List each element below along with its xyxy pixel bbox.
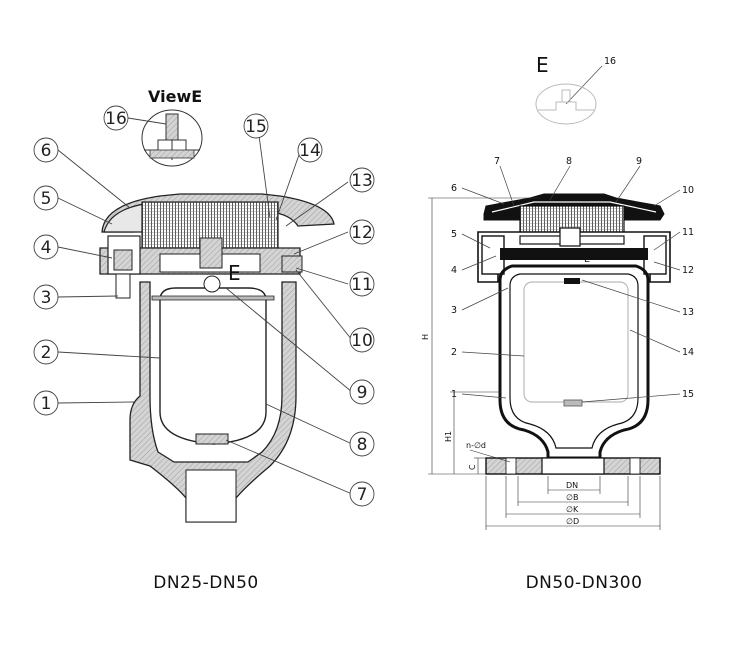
right-body <box>498 264 650 460</box>
right-detail-letter: E <box>536 53 549 77</box>
right-callout-8: 8 <box>566 156 572 167</box>
left-section-letter: E <box>228 261 241 285</box>
right-callout-11: 11 <box>682 227 694 238</box>
dim-h1: H1 <box>444 431 453 442</box>
dim-h: H <box>421 334 430 340</box>
left-valve-section: ViewE E <box>99 87 335 523</box>
left-callout-10: 10 <box>351 331 373 351</box>
dim-bolt: n-∅d <box>466 441 486 450</box>
left-callout-7: 7 <box>357 485 368 505</box>
left-body <box>129 281 297 523</box>
left-callout-16: 16 <box>105 109 127 129</box>
left-caption: DN25-DN50 <box>153 573 259 593</box>
right-callout-5: 5 <box>451 229 457 240</box>
left-callout-5: 5 <box>41 189 52 209</box>
right-detail-callout-16: 16 <box>604 56 616 67</box>
left-callout-numbers: 6 5 4 3 2 1 16 15 14 13 12 11 10 9 8 7 <box>41 109 373 505</box>
right-callout-14: 14 <box>682 347 694 358</box>
right-callout-7: 7 <box>494 156 500 167</box>
left-callout-4: 4 <box>41 238 52 258</box>
right-callout-9: 9 <box>636 156 642 167</box>
dim-c: C <box>468 464 477 470</box>
right-caption: DN50-DN300 <box>526 573 643 593</box>
right-callout-13: 13 <box>682 307 694 318</box>
left-callout-1: 1 <box>41 394 52 414</box>
left-callout-13: 13 <box>351 171 373 191</box>
right-section-letter: E <box>584 254 590 265</box>
left-callout-circles <box>33 105 375 507</box>
left-float <box>159 287 267 445</box>
right-callout-6: 6 <box>451 183 457 194</box>
left-callout-15: 15 <box>245 117 267 137</box>
right-leader-lines <box>461 165 681 403</box>
right-dimension-labels: H H1 C n-∅d DN ∅B ∅K ∅D <box>421 334 579 526</box>
right-float <box>523 281 629 403</box>
right-callout-3: 3 <box>451 305 457 316</box>
dim-b: ∅B <box>566 493 578 502</box>
right-callout-4: 4 <box>451 265 457 276</box>
right-callout-15: 15 <box>682 389 694 400</box>
left-view-e-detail: ViewE <box>141 87 203 167</box>
left-callout-3: 3 <box>41 288 52 308</box>
left-callout-11: 11 <box>351 275 373 295</box>
left-callout-14: 14 <box>299 141 321 161</box>
right-dimension-lines <box>428 197 661 530</box>
dim-d: ∅D <box>566 517 579 526</box>
right-callout-2: 2 <box>451 347 457 358</box>
left-view-title: ViewE <box>148 87 202 106</box>
left-callout-12: 12 <box>351 223 373 243</box>
right-callout-12: 12 <box>682 265 694 276</box>
dim-dn: DN <box>566 481 578 490</box>
left-callout-9: 9 <box>357 383 368 403</box>
left-callout-6: 6 <box>41 141 52 161</box>
right-view-e-detail: E 16 <box>535 53 616 125</box>
right-valve-section: E <box>477 193 671 475</box>
right-callout-10: 10 <box>682 185 694 196</box>
left-callout-8: 8 <box>357 435 368 455</box>
dim-k: ∅K <box>566 505 579 514</box>
left-callout-2: 2 <box>41 343 52 363</box>
left-leader-lines <box>57 117 353 495</box>
